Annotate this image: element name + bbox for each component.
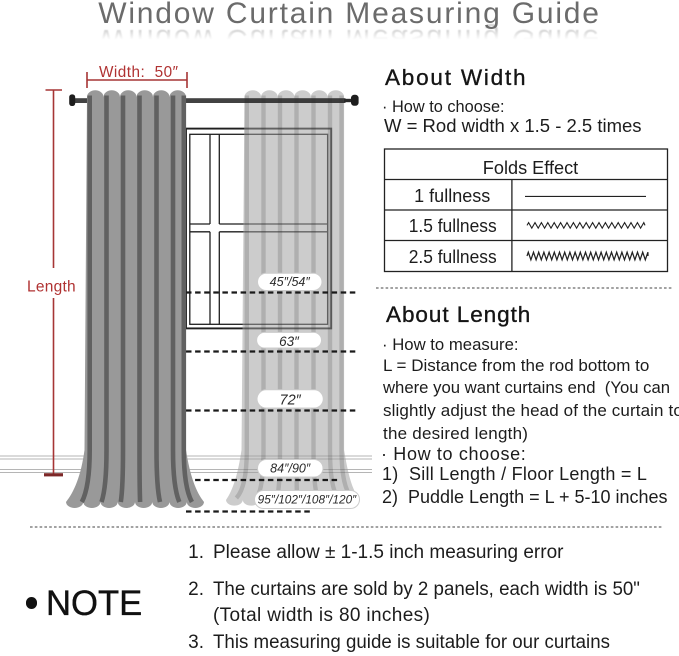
svg-text:72″: 72″ (280, 393, 302, 409)
svg-text:45″/54″: 45″/54″ (270, 275, 311, 289)
svg-text:95″/102″/108″/120″: 95″/102″/108″/120″ (258, 493, 358, 507)
svg-text:84″/90″: 84″/90″ (270, 461, 311, 475)
svg-text:Length: Length (27, 279, 76, 296)
svg-text:63″: 63″ (279, 334, 300, 349)
svg-text:Width: 50″: Width: 50″ (99, 64, 179, 81)
